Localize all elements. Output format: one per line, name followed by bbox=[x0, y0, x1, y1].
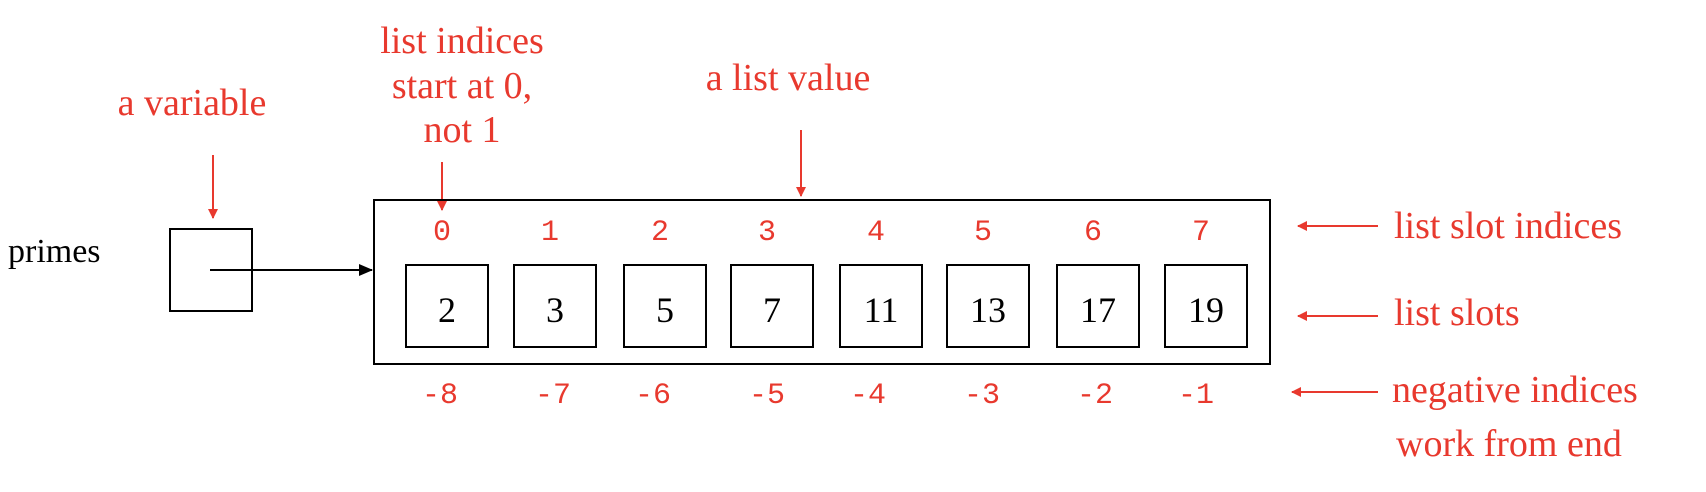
negative-index: -3 bbox=[964, 379, 1000, 413]
negative-index: -7 bbox=[535, 379, 571, 413]
list-slot-index: 6 bbox=[1084, 216, 1102, 250]
variable-name: primes bbox=[8, 233, 101, 270]
index-note-line-3: not 1 bbox=[423, 109, 500, 151]
list-slot bbox=[946, 264, 1030, 348]
list-value-annotation: a list value bbox=[706, 57, 871, 99]
list-slot bbox=[623, 264, 707, 348]
list-slot-index: 2 bbox=[651, 216, 669, 250]
list-slot-value: 3 bbox=[546, 290, 564, 330]
list-container bbox=[373, 199, 1271, 365]
list-slot bbox=[839, 264, 923, 348]
list-slot-value: 17 bbox=[1080, 290, 1116, 330]
list-slot-index: 7 bbox=[1192, 216, 1210, 250]
list-slot-value: 11 bbox=[864, 290, 899, 330]
list-slot-value: 19 bbox=[1188, 290, 1224, 330]
list-slot bbox=[1056, 264, 1140, 348]
negative-index: -4 bbox=[850, 379, 886, 413]
list-slot-value: 2 bbox=[438, 290, 456, 330]
list-slot bbox=[513, 264, 597, 348]
list-slot-index: 0 bbox=[433, 216, 451, 250]
list-slot-index: 5 bbox=[974, 216, 992, 250]
index-note-line-1: list indices bbox=[380, 20, 544, 62]
list-slot bbox=[405, 264, 489, 348]
list-slot-index: 3 bbox=[758, 216, 776, 250]
slots-legend: list slots bbox=[1394, 292, 1520, 334]
list-slot-index: 4 bbox=[867, 216, 885, 250]
negative-index: -6 bbox=[635, 379, 671, 413]
negative-index: -1 bbox=[1178, 379, 1214, 413]
variable-annotation: a variable bbox=[118, 82, 267, 124]
list-slot-value: 13 bbox=[970, 290, 1006, 330]
list-slot bbox=[1164, 264, 1248, 348]
negative-indices-legend-line-2: work from end bbox=[1396, 423, 1622, 465]
list-slot-value: 7 bbox=[763, 290, 781, 330]
negative-indices-legend-line-1: negative indices bbox=[1392, 369, 1638, 411]
list-slot-index: 1 bbox=[541, 216, 559, 250]
negative-index: -8 bbox=[422, 379, 458, 413]
list-slots: 2 3 5 7 11 13 17 19 0 1 2 3 4 5 6 7 -8 -7 -6 -5 -4 -3 -2 -1 bbox=[405, 216, 1248, 413]
index-note-line-2: start at 0, bbox=[392, 65, 532, 107]
list-slot-value: 5 bbox=[656, 290, 674, 330]
list-slot bbox=[730, 264, 814, 348]
negative-index: -5 bbox=[749, 379, 785, 413]
slot-indices-legend: list slot indices bbox=[1394, 205, 1622, 247]
negative-index: -2 bbox=[1077, 379, 1113, 413]
